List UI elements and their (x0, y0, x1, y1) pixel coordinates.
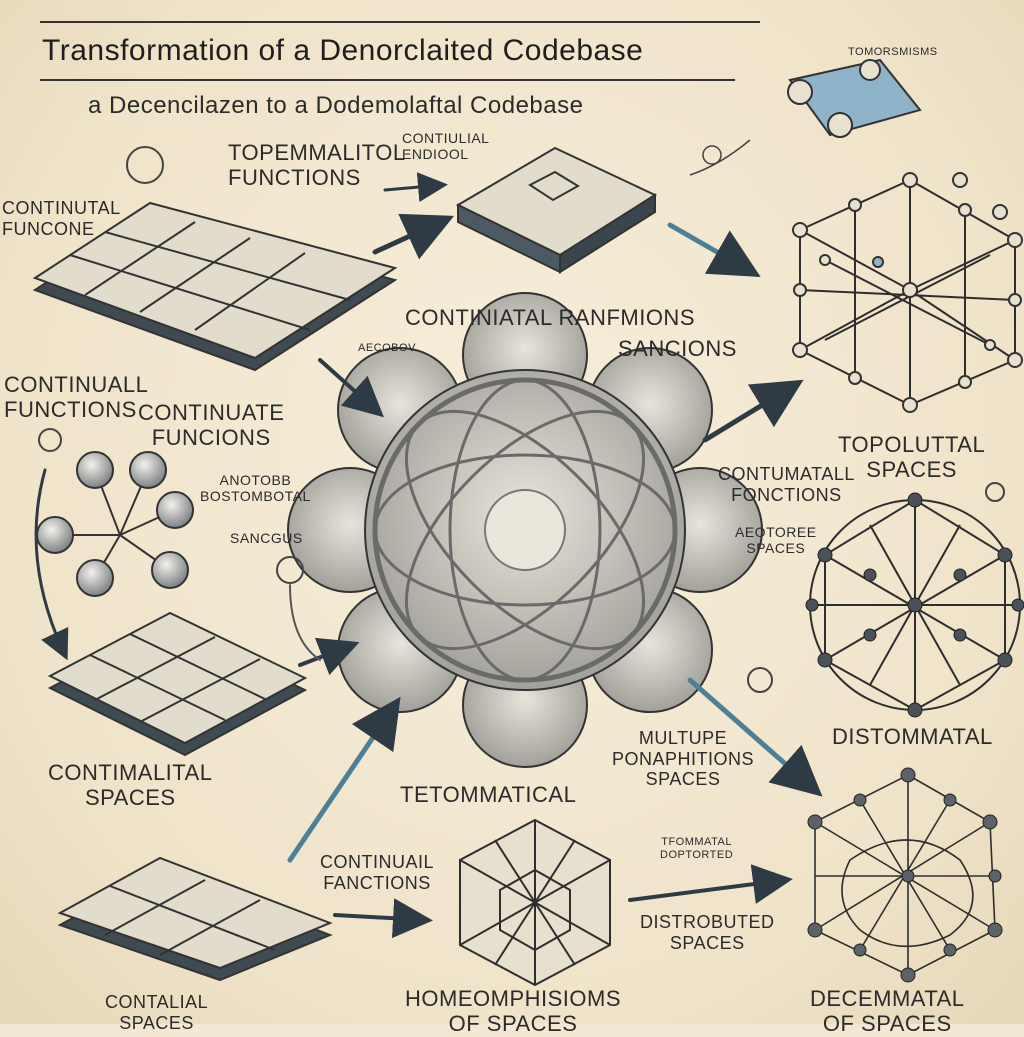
label-continalital-spaces: CONTIMALITAL SPACES (48, 760, 213, 811)
central-orb (287, 292, 763, 768)
label-homeomorphisms: HOMEOMPHISIOMS OF SPACES (405, 986, 622, 1037)
label-aectoree-spaces: AEOTOREE SPACES (735, 524, 817, 557)
diagram-title: Transformation of a Denorclaited Codebas… (42, 34, 644, 67)
label-continual-ending: CONTIULIAL ENDIOOL (402, 130, 490, 163)
label-notobb: ANOTOBB BOSTOMBOTAL (200, 472, 311, 505)
lattice-top-right (799, 178, 1016, 407)
small-circle-icons (38, 146, 1005, 693)
label-contumatall-fonctions: CONTUMATALL FONCTIONS (718, 464, 855, 505)
label-continuall-functions: CONTINUALL FUNCTIONS (4, 372, 149, 423)
tile-grid-bottom-left (57, 856, 333, 982)
label-tetommatical: TETOMMATICAL (400, 782, 577, 807)
arrows (34, 172, 823, 939)
label-isomorphisms: TOMORSMISMS (848, 46, 938, 58)
lattice-top-right-nodes (792, 172, 1023, 413)
label-contalital-spaces: CONTALIAL SPACES (105, 992, 209, 1033)
label-continental-ranfmions: CONTINIATAL RANFMIONS (405, 305, 695, 330)
label-multupe-spaces: MULTUPE PONAPHITIONS SPACES (612, 728, 755, 790)
label-distommatal: DISTOMMATAL (832, 724, 993, 749)
label-small-note-1: AECOBOV (358, 342, 416, 354)
label-distrobuted-spaces: DISTROBUTED SPACES (640, 912, 775, 953)
wire-cube (459, 818, 611, 987)
label-sancions: SANCIONS (618, 336, 737, 361)
label-topological-functions: TOPEMMALITOL FUNCTIONS (228, 140, 406, 191)
lattice-sphere-right-nodes (805, 492, 1024, 718)
lattice-bottom-right-nodes (807, 767, 1003, 983)
tile-grid-mid-left (47, 611, 308, 757)
label-decemmatal: DECEMMATAL OF SPACES (810, 986, 965, 1037)
label-continuate-funcions: CONTINUATE FUNCIONS (138, 400, 285, 451)
label-sancgus: SANCGUS (230, 530, 303, 546)
slab-top-center (455, 146, 658, 274)
network-left (36, 451, 194, 597)
diagram-subtitle: a Decencilazen to a Dodemolaftal Codebas… (88, 92, 584, 119)
label-topolutal-spaces: TOPOLUTTAL SPACES (838, 432, 986, 483)
tile-grid-top-left (32, 201, 398, 372)
label-continual-funcone: CONTINUTAL FUNCONE (2, 198, 121, 239)
label-continual-fanctions: CONTINUAIL FANCTIONS (320, 852, 435, 893)
scroll-illustration (689, 58, 922, 176)
label-tfommatal-note: TFOMMATAL DOPTORTED (660, 836, 734, 861)
